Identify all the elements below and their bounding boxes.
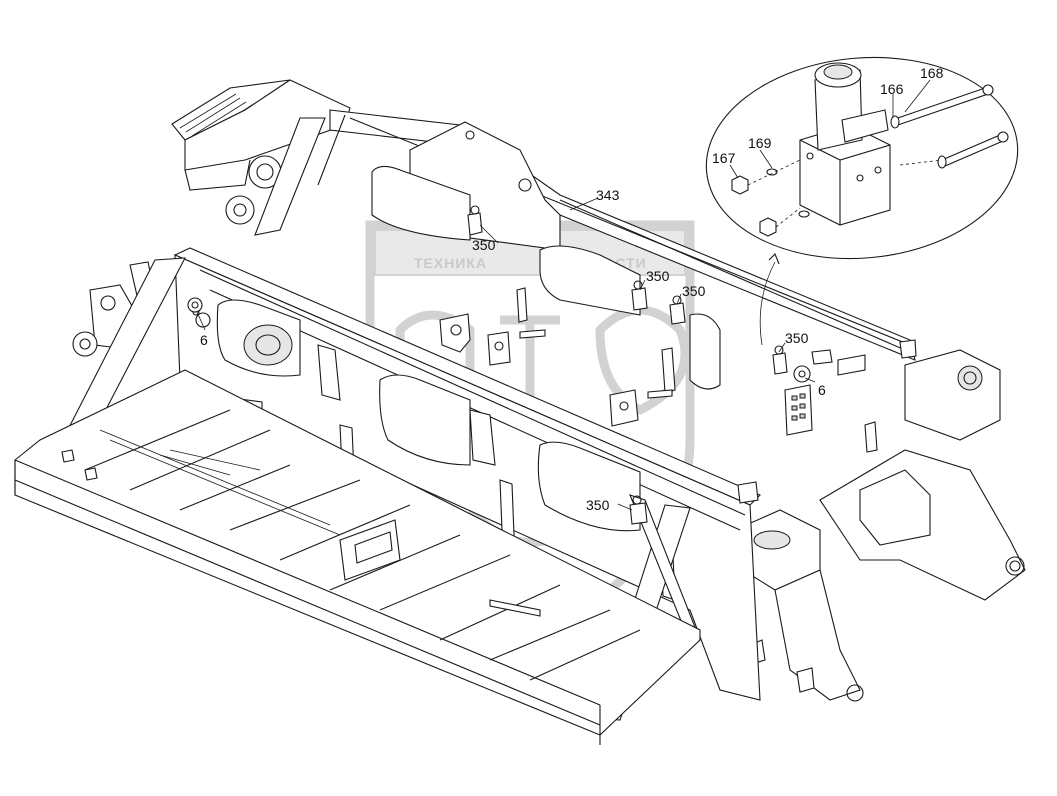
detail-pointer-arrow [759,261,776,346]
leader-lines [196,79,931,511]
rear-frame [171,79,916,390]
callout-350-d: 350 [785,330,809,346]
callout-6-right: 6 [818,382,826,398]
callout-167: 167 [712,150,736,166]
nut-upper [731,175,749,195]
callout-350-c: 350 [682,283,706,299]
right-end-structure [734,349,1026,702]
callout-350-a: 350 [472,237,496,253]
callout-350-e: 350 [586,497,610,513]
floor-frame [14,369,701,745]
detail-inset [705,56,1019,346]
callout-166: 166 [880,81,904,97]
callout-6-left: 6 [200,332,208,348]
callout-169: 169 [748,135,772,151]
watermark-left-text: ТЕХНИКА [414,255,487,271]
callout-168: 168 [920,65,944,81]
nut-lower [759,217,777,237]
callout-350-b: 350 [646,268,670,284]
callout-343: 343 [596,187,620,203]
callouts: 343 350 350 350 350 350 6 6 166 167 168 … [200,65,944,513]
